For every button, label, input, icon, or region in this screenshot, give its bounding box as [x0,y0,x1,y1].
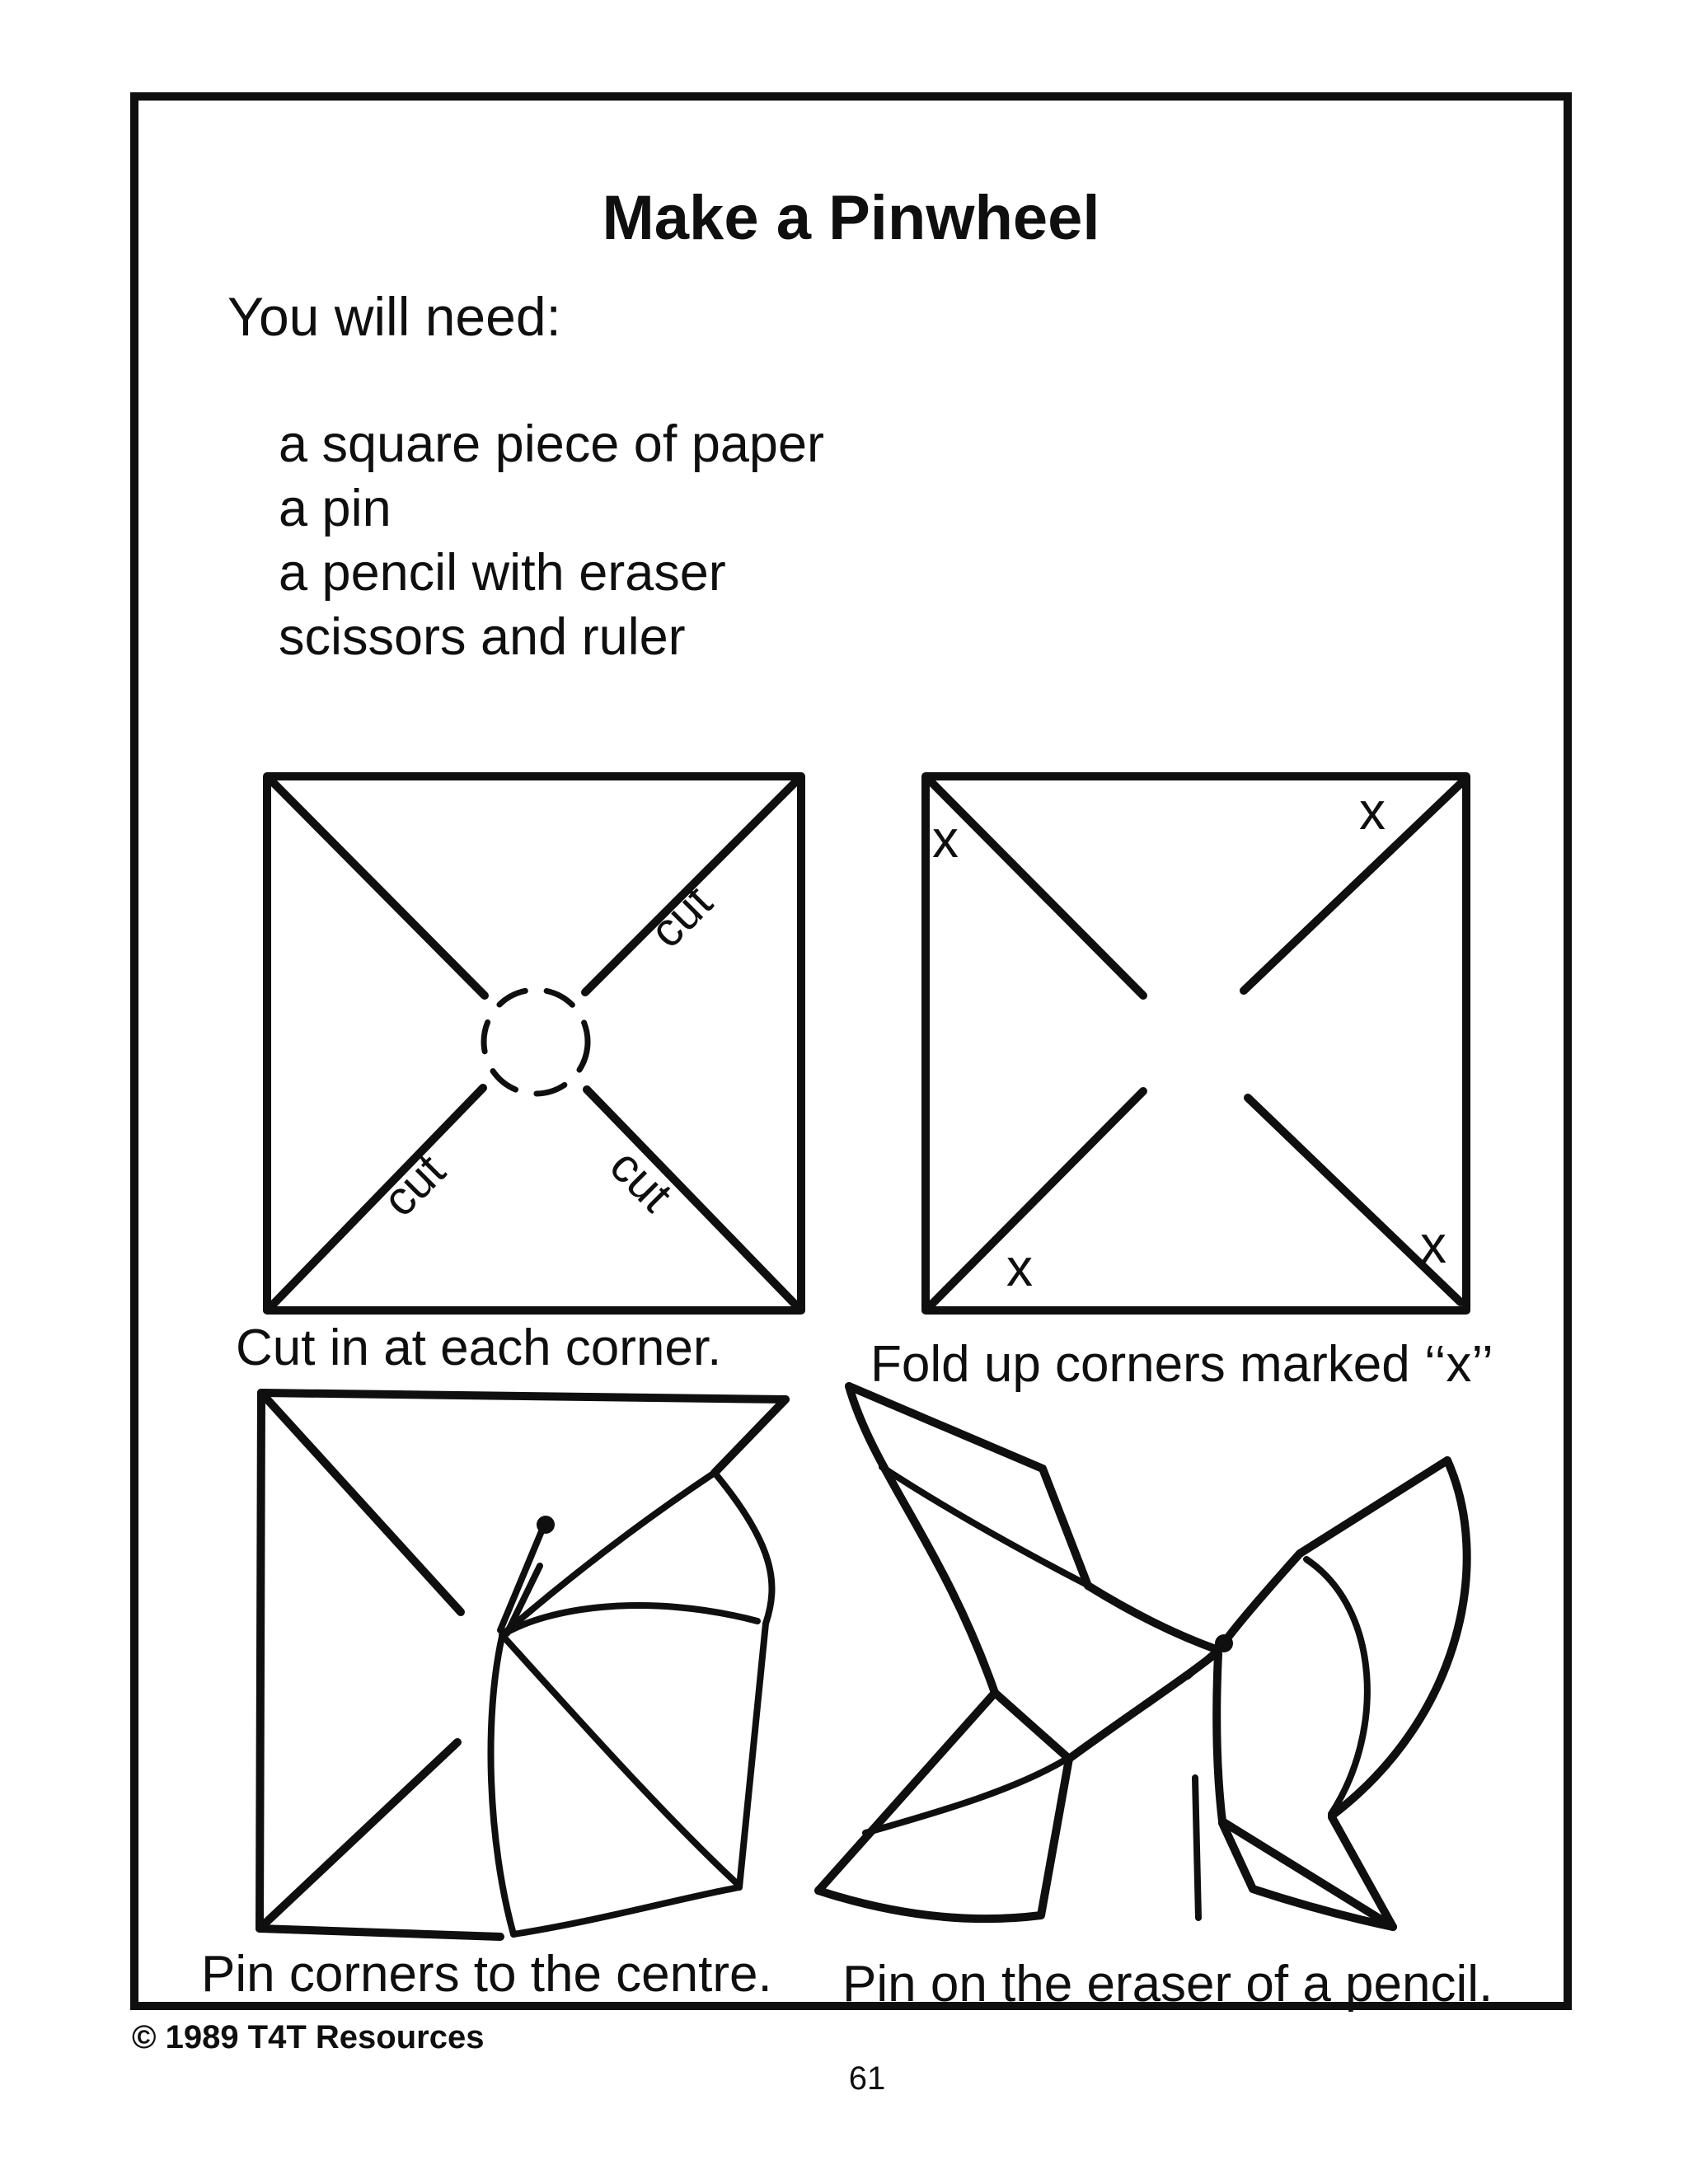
blade-edge [845,1382,999,1697]
pin-shaft [504,1563,543,1637]
fold-square-diagram: x x x x [921,772,1470,1315]
blade-edge [1328,1813,1397,1931]
curled-blade-edge [711,1469,776,1891]
diagonal-cut-line [270,779,489,1000]
blade-fold-curve [500,1633,743,1889]
corner-fold-edge [710,1395,790,1477]
pin-on-pencil-diagram [814,1382,1471,1931]
figure-caption: Pin on the eraser of a pencil. [842,1956,1493,2013]
materials-list: a square piece of paper a pin a pencil w… [279,412,824,669]
cut-label: cut [373,1144,456,1227]
blade-fold-curve [879,1464,1089,1587]
square-left-edge [256,1389,265,1933]
pencil-stick [1192,1774,1202,1921]
figure-caption: Cut in at each corner. [236,1319,722,1376]
page-border [130,92,1572,2010]
figure-caption: Fold up corners marked ‘‘x’’ [870,1336,1493,1393]
figure-caption: Pin corners to the centre. [201,1946,772,2003]
square-bottom-edge [256,1924,504,1941]
pin-shaft [1184,1643,1226,1680]
pin-head [1215,1634,1233,1652]
blade-edge [1212,1650,1226,1825]
blade-fold-curve [1303,1556,1371,1817]
list-item: a pencil with eraser [279,544,726,602]
x-mark: x [1420,1215,1447,1274]
blade-edge [1328,1456,1471,1820]
diagonal-cut-line [583,1085,799,1308]
cut-label: cut [599,1139,682,1222]
blade-edge [1218,1817,1397,1931]
copyright-notice: © 1989 T4T Resources [132,2019,485,2055]
corner-cut-line [1244,1094,1465,1306]
pin-to-centre-diagram [256,1389,790,1941]
paper-square-outline [263,772,805,1315]
paper-square-outline [921,772,1470,1315]
curled-blade-edge [499,1469,718,1638]
list-item: a pin [279,480,392,537]
blade-edge [845,1382,1092,1590]
blade-edge [1218,1819,1397,1931]
corner-cut-line [928,779,1147,1000]
corner-cut-line [1240,777,1467,995]
page-title: Make a Pinwheel [602,182,1100,253]
blade-edge [814,1689,999,1895]
x-mark: x [932,809,959,869]
pin-hole-circle [481,987,591,1097]
blade-fold-curve [499,1602,761,1638]
page-number: 61 [848,2060,886,2097]
pin-shaft [497,1528,545,1633]
list-item: scissors and ruler [279,608,686,666]
diagonal-cut-line [270,1084,487,1308]
blade-edge [1084,1582,1222,1654]
blade-edge [1216,1456,1451,1652]
materials-heading: You will need: [227,286,561,347]
list-item: a square piece of paper [279,415,824,473]
cut-square-diagram: cut cut cut [263,772,805,1315]
corner-cut-line [926,1087,1147,1310]
curled-blade-edge [510,1884,743,1938]
diagonal-cut-line [581,779,799,996]
square-top-edge [257,1389,790,1404]
blade-edge [814,1755,1073,1924]
x-mark: x [1359,781,1386,841]
curled-blade-edge [487,1633,517,1938]
crease-line [256,1738,462,1933]
blade-edge [991,1689,1073,1763]
x-mark: x [1006,1238,1033,1297]
pin-head [537,1516,555,1534]
crease-line [257,1389,465,1616]
blade-fold-curve [862,1756,1069,1836]
cut-label: cut [640,875,723,958]
